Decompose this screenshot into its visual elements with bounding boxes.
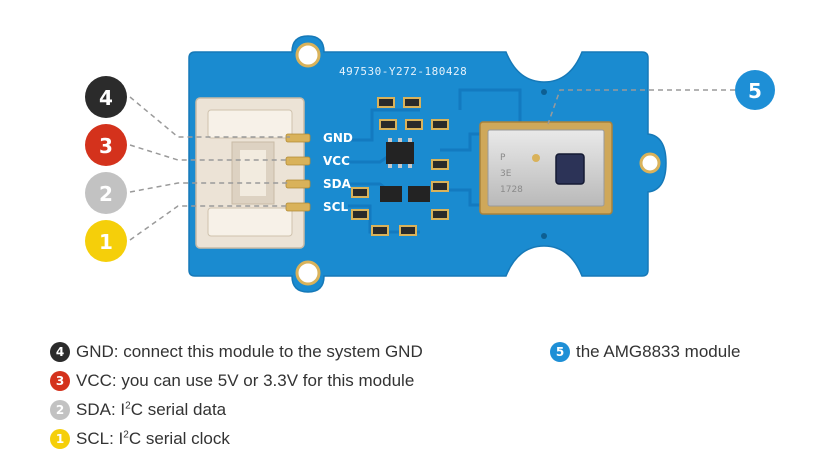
amg8833-sensor: P 3E 1728 — [479, 121, 613, 215]
legend-badge-4: 4 — [50, 342, 70, 362]
grove-connector — [195, 97, 305, 249]
connector-pins — [285, 133, 311, 212]
legend-text-gnd: GND: connect this module to the system G… — [76, 342, 423, 361]
callout-1: 1 — [85, 220, 127, 262]
leader-lines — [129, 89, 735, 241]
svg-text:4: 4 — [99, 86, 113, 110]
sensor-marking-2: 3E — [500, 169, 512, 179]
callout-2: 2 — [85, 172, 127, 214]
legend-item-vcc: 3 VCC: you can use 5V or 3.3V for this m… — [50, 371, 414, 391]
sensor-marking-1: P — [500, 153, 506, 163]
svg-text:1: 1 — [99, 230, 113, 254]
pin-label-sda: SDA — [323, 177, 352, 191]
legend-item-gnd: 4 GND: connect this module to the system… — [50, 342, 423, 362]
pin-label-vcc: VCC — [323, 154, 350, 168]
pin-label-gnd: GND — [323, 131, 353, 145]
legend-item-amg8833: 5 the AMG8833 module — [550, 342, 740, 362]
legend-badge-1: 1 — [50, 429, 70, 449]
smd-components — [351, 97, 449, 236]
legend-text-amg8833: the AMG8833 module — [576, 342, 741, 361]
pcb-traces — [348, 88, 522, 234]
legend-item-sda: 2 SDA: I2C serial data — [50, 400, 226, 420]
svg-text:2: 2 — [99, 182, 113, 206]
legend-badge-2: 2 — [50, 400, 70, 420]
callout-3: 3 — [85, 124, 127, 166]
pcb-board — [188, 35, 667, 293]
callout-4: 4 — [85, 76, 127, 118]
legend-item-scl: 1 SCL: I2C serial clock — [50, 429, 230, 449]
callout-5: 5 — [735, 70, 775, 110]
board-serial: 497530-Y272-180428 — [339, 65, 467, 78]
svg-text:5: 5 — [748, 79, 762, 103]
sensor-marking-3: 1728 — [500, 185, 523, 195]
legend-text-vcc: VCC: you can use 5V or 3.3V for this mod… — [76, 371, 415, 390]
pin-label-scl: SCL — [323, 200, 348, 214]
legend-badge-5: 5 — [550, 342, 570, 362]
legend-badge-3: 3 — [50, 371, 70, 391]
legend-text-sda: SDA: I2C serial data — [76, 400, 227, 419]
legend-text-scl: SCL: I2C serial clock — [76, 429, 230, 448]
svg-text:3: 3 — [99, 134, 113, 158]
